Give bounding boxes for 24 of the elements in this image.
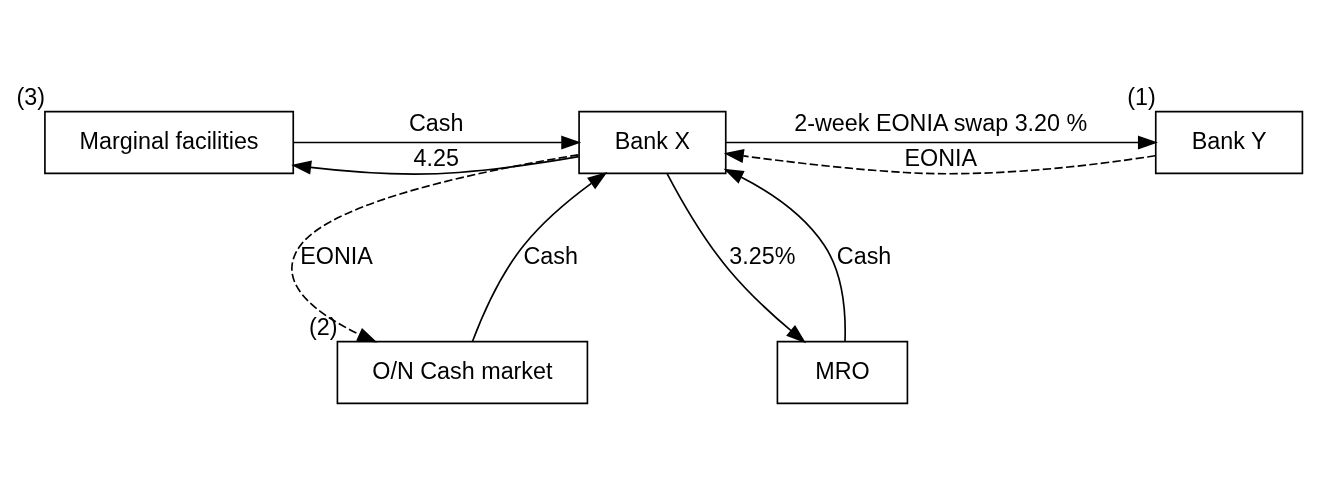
arrow	[725, 135, 1158, 149]
node-box: Bank Y	[1154, 110, 1304, 174]
arrow	[291, 155, 580, 175]
node-label: (1)	[1127, 83, 1156, 110]
edge-label: Cash	[836, 242, 892, 269]
edge-label: 3.25%	[729, 242, 796, 269]
node-label: (3)	[16, 83, 46, 110]
arrow	[723, 168, 846, 342]
arrow	[292, 135, 582, 149]
node-box: O/N Cash market	[336, 340, 589, 404]
arrow	[666, 172, 807, 343]
edge-label: Cash	[408, 109, 464, 136]
edge-label: 4.25	[413, 144, 459, 171]
node-box: MRO	[776, 340, 909, 404]
edge-label: Cash	[523, 242, 578, 269]
edge-label: 2-week EONIA swap 3.20 %	[794, 109, 1088, 136]
arrow	[291, 153, 580, 342]
edge-label: EONIA	[300, 242, 373, 269]
arrow	[471, 171, 608, 342]
arrow	[723, 148, 1156, 175]
edge-label: EONIA	[904, 144, 978, 171]
node-label: (2)	[308, 313, 338, 340]
node-box: Bank X	[578, 110, 727, 174]
node-box: Marginal facilities	[44, 110, 295, 174]
